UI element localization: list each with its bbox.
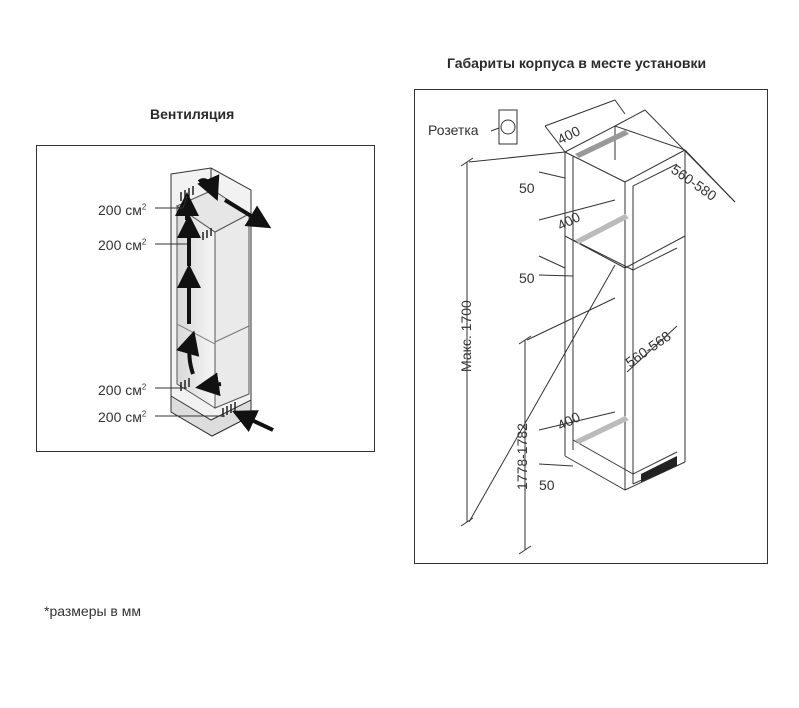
dimensions-title: Габариты корпуса в месте установки — [447, 55, 707, 71]
vent-area-label-3: 200 см2 — [98, 382, 147, 398]
vent-area-label-1: 200 см2 — [98, 202, 147, 218]
dim-height-range: 1778-1782 — [514, 423, 530, 490]
socket-label: Розетка — [428, 122, 479, 138]
dimensions-diagram: Розетка 400 50 400 50 560-580 Макс. 1700… — [414, 89, 768, 564]
ventilation-drawing — [155, 167, 274, 437]
ventilation-title: Вентиляция — [150, 106, 235, 122]
dim-gap-bottom: 50 — [539, 477, 555, 493]
dimensions-drawing — [460, 99, 736, 555]
dim-height-max: Макс. 1700 — [458, 300, 474, 372]
dim-gap-top: 50 — [519, 180, 535, 196]
ventilation-diagram: 200 см2 200 см2 200 см2 200 см2 — [36, 145, 375, 452]
vent-area-label-2: 200 см2 — [98, 237, 147, 253]
vent-area-label-4: 200 см2 — [98, 409, 147, 425]
units-footnote: *размеры в мм — [44, 603, 142, 619]
dim-gap-mid: 50 — [519, 270, 535, 286]
